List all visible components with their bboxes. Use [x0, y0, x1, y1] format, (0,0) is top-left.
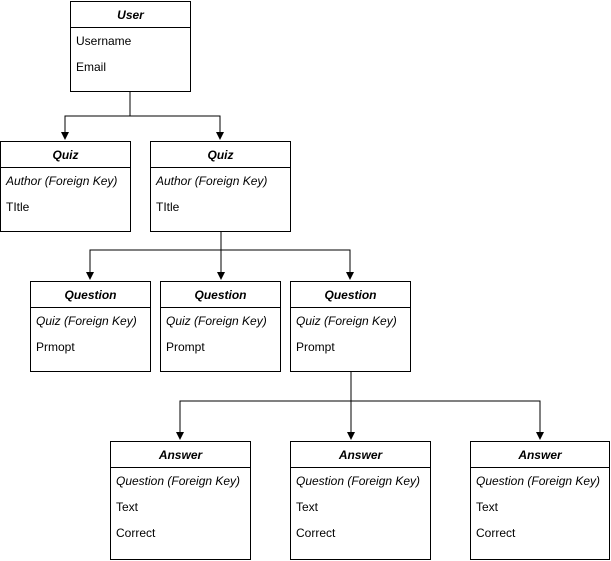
- entity-title: Answer: [471, 442, 609, 468]
- field-prompt: Prompt: [166, 340, 205, 354]
- entity-title: Question: [31, 282, 150, 308]
- field-prompt: Prmopt: [36, 340, 75, 354]
- field-correct: Correct: [296, 526, 336, 540]
- entity-answer[interactable]: Answer Question (Foreign Key) Text Corre…: [110, 441, 251, 560]
- field-prompt: Prompt: [296, 340, 335, 354]
- entity-title: Answer: [291, 442, 430, 468]
- field-author-fk: Author (Foreign Key): [156, 174, 268, 188]
- entity-title: Question: [161, 282, 280, 308]
- entity-question[interactable]: Question Quiz (Foreign Key) Prompt: [290, 281, 411, 372]
- connector-question-to-answer-3: [350, 371, 544, 440]
- entity-title: Quiz: [1, 142, 130, 168]
- connector-quiz-to-question-1: [86, 231, 222, 280]
- field-author-fk: Author (Foreign Key): [6, 174, 118, 188]
- connector-user-to-quiz-1: [61, 91, 131, 140]
- field-email: Email: [76, 60, 107, 74]
- field-correct: Correct: [476, 526, 516, 540]
- entity-quiz[interactable]: Quiz Author (Foreign Key) TItle: [150, 141, 291, 232]
- connector-user-to-quiz-2: [129, 91, 224, 140]
- field-question-fk: Question (Foreign Key): [116, 474, 241, 488]
- field-question-fk: Question (Foreign Key): [296, 474, 421, 488]
- field-question-fk: Question (Foreign Key): [476, 474, 601, 488]
- connector-question-to-answer-1: [176, 371, 352, 440]
- entity-title: Question: [291, 282, 410, 308]
- field-quiz-fk: Quiz (Foreign Key): [36, 314, 137, 328]
- field-quiz-fk: Quiz (Foreign Key): [166, 314, 267, 328]
- entity-user[interactable]: User Username Email: [70, 1, 191, 92]
- field-correct: Correct: [116, 526, 156, 540]
- entity-question[interactable]: Question Quiz (Foreign Key) Prompt: [160, 281, 281, 372]
- entity-answer[interactable]: Answer Question (Foreign Key) Text Corre…: [470, 441, 610, 560]
- field-text: Text: [296, 500, 319, 514]
- field-username: Username: [76, 34, 132, 48]
- entity-answer[interactable]: Answer Question (Foreign Key) Text Corre…: [290, 441, 431, 560]
- field-quiz-fk: Quiz (Foreign Key): [296, 314, 397, 328]
- field-title: TItle: [6, 200, 30, 214]
- field-text: Text: [476, 500, 499, 514]
- entity-title: Answer: [111, 442, 250, 468]
- entity-question[interactable]: Question Quiz (Foreign Key) Prmopt: [30, 281, 151, 372]
- entity-title: User: [71, 2, 190, 28]
- entity-quiz[interactable]: Quiz Author (Foreign Key) TItle: [0, 141, 131, 232]
- field-text: Text: [116, 500, 139, 514]
- field-title: TItle: [156, 200, 180, 214]
- entity-title: Quiz: [151, 142, 290, 168]
- connector-quiz-to-question-3: [220, 231, 354, 280]
